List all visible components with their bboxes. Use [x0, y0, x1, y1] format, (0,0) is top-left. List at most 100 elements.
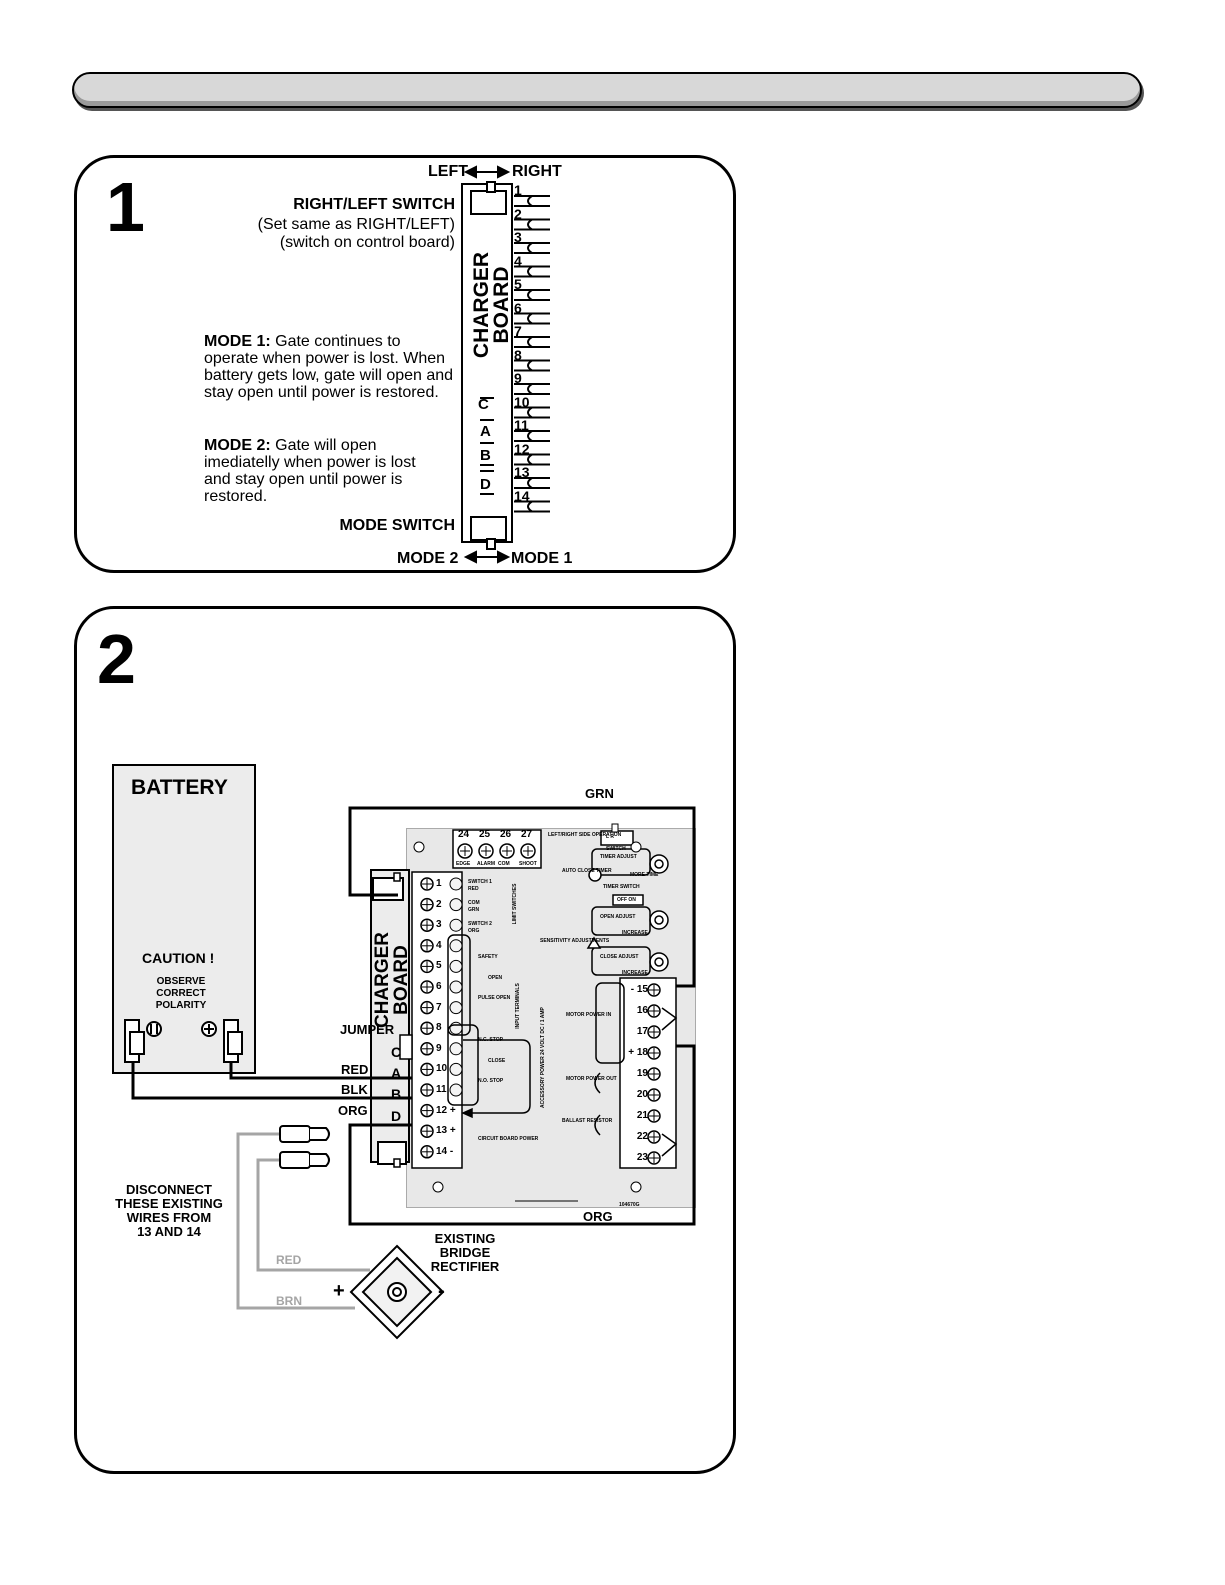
accessory-bracket: [447, 934, 531, 1119]
terminal-number: 3: [514, 229, 522, 245]
left-terminal-number: 9: [436, 1042, 442, 1054]
blk-wire-label: BLK: [341, 1082, 368, 1097]
terminal-clip: [514, 336, 550, 348]
mode-switch-label: MODE SWITCH: [339, 517, 455, 534]
nc-stop-label: N.C. STOP: [478, 1037, 503, 1043]
top-terminal-number: 24: [458, 829, 470, 840]
top-terminal-number: 27: [521, 829, 533, 840]
terminal-number: 1: [514, 182, 522, 198]
timer-switch: [612, 894, 644, 906]
close-label: CLOSE: [488, 1058, 506, 1064]
terminal-led: [449, 918, 463, 932]
red-wire: [229, 1062, 418, 1080]
lr-label: L R: [606, 834, 614, 840]
switch-note-1: (Set same as RIGHT/LEFT): [257, 216, 455, 233]
terminal-number: 2: [514, 205, 522, 222]
switch-1-color: RED: [468, 886, 479, 892]
terminal-led: [449, 1083, 463, 1097]
terminal-clip: [514, 289, 550, 301]
jumper-letter-c: C: [478, 396, 489, 413]
right-terminal-number: 22: [636, 1131, 648, 1142]
terminal-clip: [514, 406, 550, 419]
top-terminal-label: COM: [498, 861, 510, 867]
left-terminal-block: [411, 871, 463, 1169]
top-terminal-label: ALARM: [477, 861, 496, 867]
terminal-number: 13: [514, 464, 530, 480]
terminal-led: [449, 939, 463, 953]
sensitivity-label: SENSITIVITY ADJUSTMENTS: [540, 938, 610, 944]
org-wire: [348, 1044, 696, 1226]
mode-1-label: MODE 1: [511, 550, 573, 567]
mode-2-description: MODE 2: Gate will open imediatelly when …: [204, 437, 416, 505]
left-terminal-number: 6: [436, 981, 442, 992]
terminal-clip: [514, 265, 550, 278]
pulse-open-label: PULSE OPEN: [478, 995, 511, 1001]
terminal-clip: [514, 500, 550, 513]
jumper-letter-a: A: [480, 423, 491, 440]
step-1-panel: [74, 155, 736, 573]
jumper-letter-d: D: [480, 476, 491, 493]
left-terminal-number: 13 +: [436, 1125, 456, 1137]
left-terminal-number: 12 +: [436, 1104, 456, 1116]
terminal-clips: [514, 195, 550, 513]
terminal-clip: [514, 242, 550, 254]
terminal-clip: [514, 312, 550, 325]
limit-switches-label: LIMIT SWITCHES: [512, 883, 518, 925]
open-label: OPEN: [488, 975, 503, 981]
switch-title: RIGHT/LEFT SWITCH: [293, 196, 455, 213]
terminal-led: [449, 980, 463, 994]
off-on-label: OFF ON: [617, 897, 636, 903]
terminal-clip: [514, 218, 550, 231]
left-terminal-number: 1: [436, 878, 442, 889]
switch-2-label: SWITCH 2: [468, 921, 492, 927]
left-terminal-number: 7: [436, 1001, 442, 1013]
mode-arrow: [463, 550, 511, 564]
right-terminal-number: 19: [636, 1068, 648, 1079]
terminal-number: 5: [514, 276, 522, 292]
left-terminal-number: 4: [436, 939, 442, 951]
minus-sign: -: [438, 1280, 445, 1302]
charger-board-outline: [461, 183, 513, 543]
switch-2-color: ORG: [468, 928, 480, 934]
open-adjust-label: OPEN ADJUST: [600, 914, 636, 920]
right-terminal-number: 23: [636, 1152, 648, 1163]
left-right-arrow: [463, 165, 511, 179]
increase-label-1: INCREASE: [622, 930, 648, 936]
terminal-led: [449, 1062, 463, 1076]
top-terminal-label: SHOOT: [519, 861, 537, 867]
lr-operation-label: LEFT/RIGHT SIDE OPERATION: [548, 832, 622, 838]
terminal-led: [449, 1001, 463, 1015]
left-label: LEFT: [428, 163, 468, 180]
close-adjust-label: CLOSE ADJUST: [600, 954, 639, 960]
terminal-number: 10: [514, 393, 530, 410]
disconnected-wires: [236, 1132, 370, 1310]
terminal-led: [449, 1021, 463, 1035]
mode-switch-knob: [486, 538, 496, 550]
terminal-clip: [514, 453, 550, 466]
right-terminal-number: + 18: [628, 1047, 648, 1058]
top-terminal-number: 26: [500, 829, 512, 840]
circuit-power-label: CIRCUIT BOARD POWER: [478, 1136, 538, 1142]
step-1-number: 1: [106, 168, 145, 246]
board-screws: [413, 841, 642, 1193]
terminal-clip: [514, 430, 550, 442]
header-bar: [72, 72, 1142, 108]
right-brackets: [594, 982, 625, 1136]
switch-note-2: (switch on control board): [279, 234, 455, 251]
spade-connectors: [279, 1125, 330, 1169]
jumper-letter-d-2: D: [391, 1108, 402, 1124]
blk-wire: [131, 1062, 418, 1100]
jumper-letter-b-2: B: [391, 1086, 402, 1102]
terminal-number: 12: [514, 440, 530, 457]
right-terminal-number: 17: [636, 1026, 648, 1037]
jumper-letter-a-2: A: [391, 1065, 402, 1081]
right-terminal-number: - 15: [630, 984, 648, 995]
battery-label: BATTERY: [131, 776, 228, 799]
timer-adjust-label: TIMER ADJUST: [600, 854, 637, 860]
com-color: GRN: [468, 907, 480, 913]
terminal-clip: [514, 383, 550, 395]
